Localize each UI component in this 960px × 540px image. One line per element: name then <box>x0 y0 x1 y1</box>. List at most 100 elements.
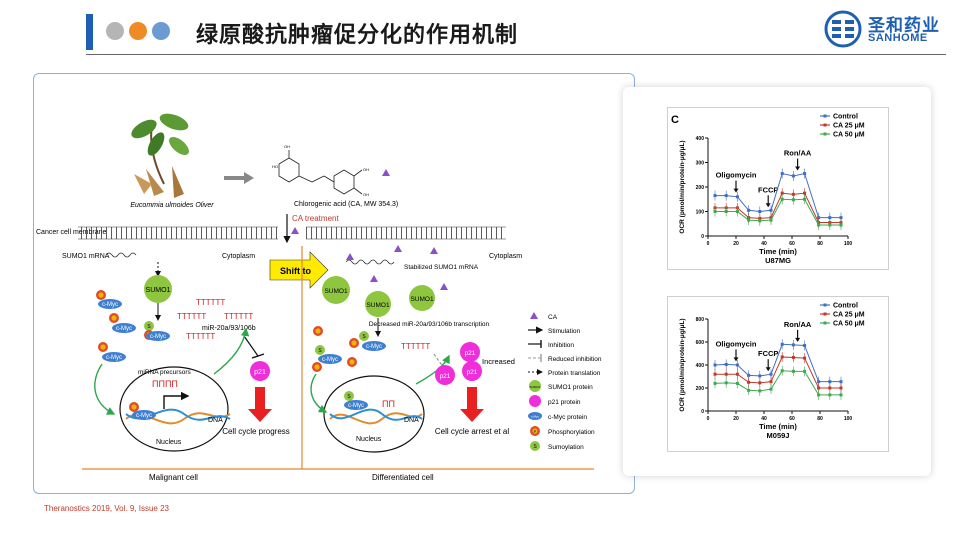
mirna-glyphs: TTTTTT <box>401 342 430 351</box>
slide-title: 绿原酸抗肿瘤促分化的作用机制 <box>196 23 519 48</box>
y-tick-label: 400 <box>696 363 705 369</box>
dna-label-left: DNA <box>208 417 223 424</box>
data-point <box>780 355 784 359</box>
down-arrow <box>460 409 484 422</box>
data-point <box>791 192 795 196</box>
cytoplasm-label-left: Cytoplasm <box>222 253 255 260</box>
ca-triangle-icon <box>382 169 390 176</box>
chem-oh-4: OH <box>363 192 369 197</box>
data-point <box>791 356 795 360</box>
down-arrow <box>248 409 272 422</box>
data-point <box>780 342 784 346</box>
decreased-label: Decreased miR-20a/93/106b transcription <box>369 321 490 328</box>
to-compound-arrow <box>224 172 254 184</box>
legend-icon-text: SUMO1 <box>530 385 541 389</box>
injection-arrowhead <box>765 203 771 208</box>
data-point <box>791 369 795 373</box>
injection-arrowhead <box>795 337 801 342</box>
ca-triangle-icon <box>440 283 448 290</box>
sumo-s-text: S <box>147 324 151 330</box>
panel-letter: C <box>671 114 679 126</box>
legend-label: Reduced inhibition <box>548 356 602 363</box>
injection-annotation: Ron/AA <box>784 320 812 329</box>
arrest-label: Cell cycle arrest et al <box>435 427 509 436</box>
legend-label: Phosphorylation <box>548 429 595 436</box>
mirna-precursors-label: miRNA precursors <box>138 369 191 376</box>
data-point <box>713 381 717 385</box>
cytoplasm-label-right: Cytoplasm <box>489 253 522 260</box>
sumo1-mrna-label: SUMO1 mRNA <box>62 253 110 260</box>
data-point <box>747 380 751 384</box>
data-point <box>828 223 832 227</box>
orange-dot <box>129 22 147 40</box>
data-point <box>758 381 762 385</box>
data-point <box>803 356 807 360</box>
y-axis-label: OCR (pmol/min/protein-μg/μL) <box>679 140 686 233</box>
p21-text: p21 <box>440 373 451 380</box>
data-point <box>724 362 728 366</box>
plant-label: Eucommia ulmoides Oliver <box>130 202 214 209</box>
ca-treatment-label: CA treatment <box>292 214 339 223</box>
data-point <box>791 174 795 178</box>
sumo1-text: SUMO1 <box>146 287 171 294</box>
x-tick-label: 0 <box>707 416 710 422</box>
data-point <box>839 223 843 227</box>
membrane-label: Cancer cell membrane <box>36 229 107 236</box>
logo-text-cn: 圣和药业 <box>868 16 940 36</box>
x-axis-label: Time (min) <box>759 247 797 256</box>
series-line <box>715 356 841 389</box>
data-point <box>828 393 832 397</box>
p21-text: p21 <box>254 369 266 376</box>
injection-annotation: FCCP <box>758 349 778 358</box>
data-point <box>758 374 762 378</box>
data-point <box>817 386 821 390</box>
company-logo: 圣和药业 SANHOME <box>822 10 952 50</box>
data-point <box>791 343 795 347</box>
x-tick-label: 80 <box>817 241 823 247</box>
mrna-wave-left <box>105 252 137 258</box>
logo-text-en: SANHOME <box>868 32 928 44</box>
injection-annotation: Ron/AA <box>784 149 812 158</box>
x-tick-label: 60 <box>789 241 795 247</box>
legend-marker <box>823 312 827 316</box>
legend-label: CA 25 μM <box>833 312 865 319</box>
data-point <box>713 372 717 376</box>
chart-title: M059J <box>767 431 790 440</box>
data-point <box>769 372 773 376</box>
shift-to-label: Shift to <box>280 266 311 276</box>
data-point <box>769 218 773 222</box>
data-point <box>735 195 739 199</box>
shift-to-arrow <box>269 251 329 289</box>
chlorogenic-acid-structure <box>278 150 363 195</box>
title-dots <box>106 22 170 40</box>
diagram-legend: SUMO1 c-Myc P S CA Stimulation Inhibitio… <box>528 312 602 451</box>
sumo-s-text: S <box>318 348 322 354</box>
data-point <box>803 191 807 195</box>
data-point <box>780 369 784 373</box>
series-line <box>715 192 841 224</box>
cmyc-text: c-Myc <box>366 344 382 350</box>
nucleus-right <box>323 375 425 453</box>
cmyc-text: c-Myc <box>322 357 338 363</box>
legend-label: Inhibition <box>548 342 574 349</box>
x-tick-label: 100 <box>844 416 853 422</box>
series-line <box>714 370 841 396</box>
legend-icon-text: P <box>534 429 537 434</box>
ca-triangle-icon <box>346 253 354 260</box>
data-point <box>817 380 821 384</box>
cmyc-text: c-Myc <box>102 302 118 308</box>
legend-label: CA <box>548 314 558 321</box>
citation-text: Theranostics 2019, Vol. 9, Issue 23 <box>44 504 169 513</box>
ca-triangle-icon <box>370 275 378 282</box>
cmyc-text: c-Myc <box>106 355 122 361</box>
data-point <box>839 393 843 397</box>
x-tick-label: 20 <box>733 416 739 422</box>
series-line <box>715 172 841 219</box>
chem-oh-3: OH <box>363 167 369 172</box>
data-point <box>747 208 751 212</box>
increased-label: Increased <box>482 357 515 366</box>
sumo1-text: SUMO1 <box>366 302 390 309</box>
y-tick-label: 0 <box>701 234 704 240</box>
